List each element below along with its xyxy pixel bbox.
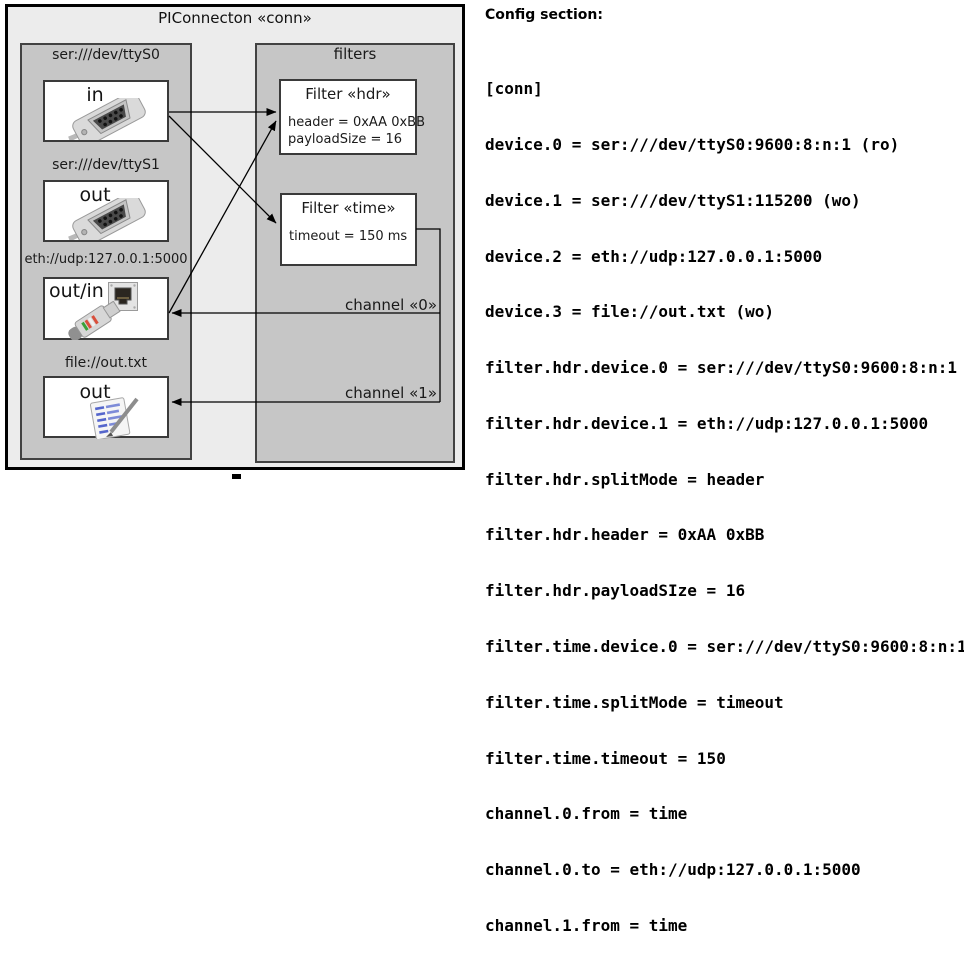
config-line: channel.0.from = time bbox=[485, 804, 688, 824]
ethernet-port-icon bbox=[108, 282, 138, 311]
config-line: [conn] bbox=[485, 79, 543, 99]
config-line: device.1 = ser:///dev/ttyS1:115200 (wo) bbox=[485, 190, 861, 210]
channel-1-label: channel «1» bbox=[344, 384, 437, 402]
config-line: filter.hdr.payloadSIze = 16 bbox=[485, 581, 746, 601]
device-box-ttys0: in bbox=[43, 80, 169, 142]
filter-time-box: Filter «time» timeout = 150 ms bbox=[280, 193, 417, 266]
device-direction: in bbox=[86, 84, 104, 106]
config-line: filter.time.device.0 = ser:///dev/ttyS0:… bbox=[485, 637, 964, 656]
device-label-ttys0: ser:///dev/ttyS0 bbox=[52, 47, 160, 63]
device-direction: out bbox=[79, 184, 111, 206]
config-line: filter.hdr.device.0 = ser:///dev/ttyS0:9… bbox=[485, 358, 958, 378]
config-line: channel.1.from = time bbox=[485, 915, 688, 935]
filters-panel-title: filters bbox=[333, 45, 377, 63]
config-line: filter.hdr.header = 0xAA 0xBB bbox=[485, 525, 765, 545]
config-line: device.3 = file://out.txt (wo) bbox=[485, 302, 774, 322]
config-line: device.0 = ser:///dev/ttyS0:9600:8:n:1 (… bbox=[485, 134, 900, 154]
config-line: channel.0.to = eth://udp:127.0.0.1:5000 bbox=[485, 860, 861, 880]
serial-connector-icon bbox=[68, 98, 146, 140]
serial-connector-icon bbox=[68, 198, 146, 240]
config-line: device.2 = eth://udp:127.0.0.1:5000 bbox=[485, 246, 823, 266]
config-line: filter.hdr.device.1 = eth://udp:127.0.0.… bbox=[485, 413, 929, 433]
config-heading: Config section: bbox=[485, 7, 603, 23]
device-label-ttys1: ser:///dev/ttyS1 bbox=[52, 157, 160, 173]
device-direction: out bbox=[79, 381, 111, 403]
filter-hdr-title: Filter «hdr» bbox=[305, 85, 391, 103]
filter-hdr-header: header = 0xAA 0xBB bbox=[288, 115, 426, 130]
notepad-icon bbox=[89, 397, 139, 439]
diagram-title: PIConnecton «conn» bbox=[158, 9, 312, 27]
config-line: filter.time.splitMode = timeout bbox=[485, 692, 784, 712]
config-text: [conn] device.0 = ser:///dev/ttyS0:9600:… bbox=[485, 43, 964, 968]
border-artifact bbox=[232, 474, 241, 479]
device-label-file: file://out.txt bbox=[64, 355, 148, 371]
channel-0-label: channel «0» bbox=[344, 296, 437, 314]
filter-hdr-box: Filter «hdr» header = 0xAA 0xBB payloadS… bbox=[279, 79, 425, 155]
device-box-file: out bbox=[43, 376, 169, 439]
filter-time-timeout: timeout = 150 ms bbox=[289, 229, 408, 244]
ethernet-plug-icon bbox=[68, 301, 121, 340]
config-line: filter.hdr.splitMode = header bbox=[485, 469, 765, 489]
filter-hdr-payloadsize: payloadSize = 16 bbox=[288, 132, 403, 147]
filter-time-title: Filter «time» bbox=[301, 199, 396, 217]
device-box-ttys1: out bbox=[43, 180, 169, 242]
device-box-eth: out/in bbox=[43, 277, 169, 340]
config-line: filter.time.timeout = 150 bbox=[485, 748, 726, 768]
device-direction: out/in bbox=[49, 280, 104, 302]
screenshot-root: PIConnecton «conn» filters ser:///dev/tt… bbox=[5, 4, 964, 935]
device-label-eth: eth://udp:127.0.0.1:5000 bbox=[24, 252, 188, 267]
